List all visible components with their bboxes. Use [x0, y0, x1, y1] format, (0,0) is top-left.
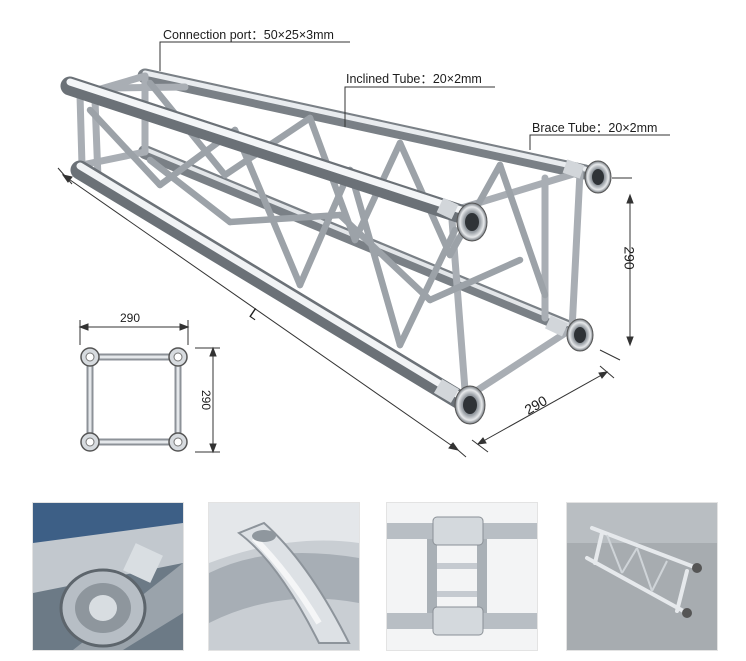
connector-back-bottom [545, 315, 594, 352]
dimension-length [57, 167, 467, 458]
photo-truss-segment [566, 502, 718, 651]
cross-section-width-label: 290 [120, 311, 141, 325]
cross-section-diagram [78, 320, 220, 454]
photo-brace-junction [386, 502, 538, 651]
cross-section-height-label: 290 [199, 389, 214, 411]
brace-tube-callout: Brace Tube：20×2mm [532, 121, 658, 135]
front-bottom-chord [70, 160, 470, 410]
inclined-tube-callout: Inclined Tube：20×2mm [346, 72, 482, 86]
connector-front-bottom [433, 379, 486, 425]
photo-weld-seam [208, 502, 360, 651]
connector-front-top [436, 197, 488, 242]
photo-spigot-connector [32, 502, 184, 651]
back-top-chord [137, 68, 593, 180]
height-label: 290 [621, 246, 638, 270]
callout-leaders [159, 41, 670, 150]
connector-back-top [562, 159, 612, 194]
front-top-chord [60, 76, 480, 227]
connection-port-callout: Connection port：50×25×3mm [163, 28, 334, 42]
truss-drawing [57, 41, 670, 458]
dimension-width [471, 365, 615, 453]
dimension-height [599, 177, 634, 361]
